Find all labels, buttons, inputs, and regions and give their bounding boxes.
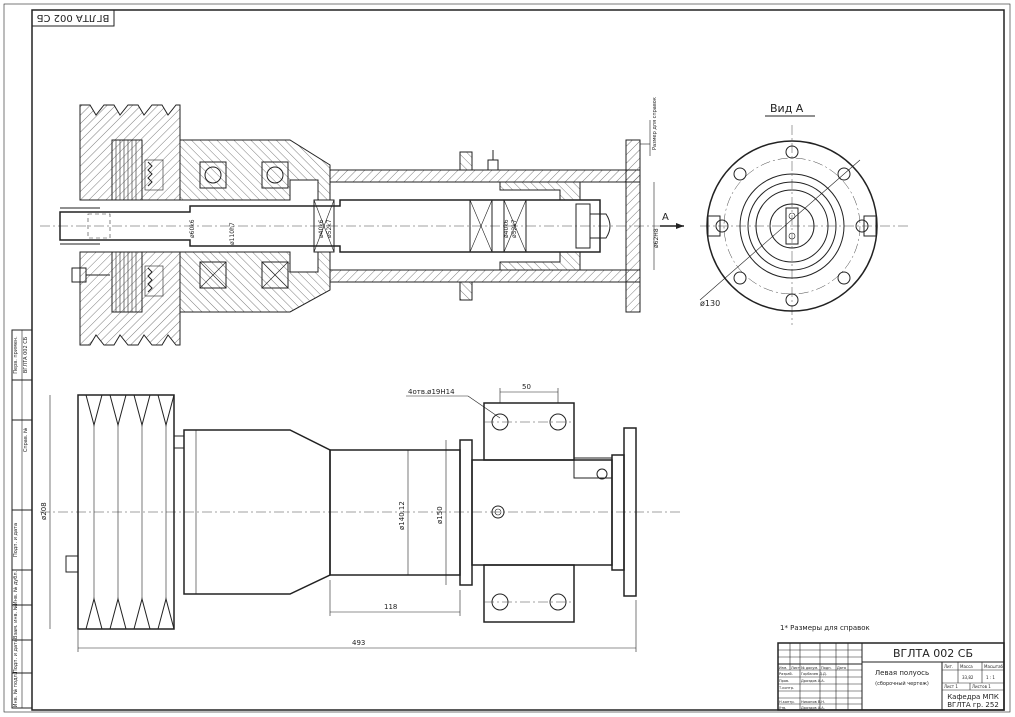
svg-text:ø140.12: ø140.12 bbox=[398, 501, 406, 530]
pulley bbox=[65, 394, 185, 630]
svg-text:Лист: Лист bbox=[791, 666, 800, 670]
corner-stamp: ВГЛТА 002 СБ bbox=[31, 9, 115, 27]
svg-text:Пров.: Пров. bbox=[779, 679, 789, 683]
svg-text:ВГЛТА гр. 252: ВГЛТА гр. 252 bbox=[947, 701, 999, 709]
svg-text:Подп.: Подп. bbox=[821, 666, 832, 670]
external-view: ø208 ø140.12 ø150 50 4отв.ø19H14 118 493 bbox=[40, 383, 680, 652]
svg-text:Размер для справок: Размер для справок bbox=[652, 97, 658, 150]
svg-text:4отв.ø19H14: 4отв.ø19H14 bbox=[408, 388, 455, 396]
svg-text:Дата: Дата bbox=[837, 666, 846, 670]
svg-text:ø60k6: ø60k6 bbox=[189, 219, 196, 238]
svg-text:Дроздов А.А.: Дроздов А.А. bbox=[801, 679, 825, 683]
svg-text:ø62H8: ø62H8 bbox=[653, 228, 660, 248]
sheet-outer-edge bbox=[3, 3, 1011, 713]
svg-text:ø52k7: ø52k7 bbox=[326, 219, 333, 238]
svg-text:ВГЛТА 002 СБ: ВГЛТА 002 СБ bbox=[37, 12, 110, 23]
svg-text:Масштаб: Масштаб bbox=[984, 664, 1004, 669]
svg-text:50: 50 bbox=[522, 383, 531, 391]
svg-text:Кафедра МПК: Кафедра МПК bbox=[947, 693, 999, 701]
note-reference-dims: 1* Размеры для справок bbox=[780, 624, 870, 632]
svg-text:ø130: ø130 bbox=[700, 299, 720, 308]
svg-text:Масса: Масса bbox=[960, 664, 973, 669]
svg-text:ø40k6: ø40k6 bbox=[318, 219, 325, 238]
svg-text:33,82: 33,82 bbox=[962, 675, 974, 680]
svg-text:Подп. и дата: Подп. и дата bbox=[13, 639, 19, 673]
svg-text:А: А bbox=[662, 212, 669, 223]
svg-text:ø40k6: ø40k6 bbox=[503, 219, 510, 238]
svg-text:Утв.: Утв. bbox=[779, 706, 786, 710]
svg-text:ø150: ø150 bbox=[436, 506, 444, 524]
svg-text:Перв. примен.: Перв. примен. bbox=[13, 336, 19, 374]
left-margin-strip: Перв. примен. ВГЛТА 002 СБ Справ. № Подп… bbox=[11, 329, 33, 709]
svg-text:Т.контр.: Т.контр. bbox=[778, 686, 794, 690]
end-view-a: Вид А ø130 bbox=[699, 102, 910, 325]
svg-text:Инв. № подл.: Инв. № подл. bbox=[13, 672, 19, 707]
svg-text:Листов 1: Листов 1 bbox=[972, 684, 991, 689]
svg-text:Никонов В.Н.: Никонов В.Н. bbox=[801, 700, 825, 704]
title-block: Изм. Лист № докум. Подп. Дата Разраб. Пр… bbox=[777, 642, 1005, 711]
svg-text:ø110h7: ø110h7 bbox=[229, 222, 236, 245]
svg-text:Н.контр.: Н.контр. bbox=[779, 700, 795, 704]
svg-text:1 : 1: 1 : 1 bbox=[986, 675, 995, 680]
svg-text:Взам. инв. №: Взам. инв. № bbox=[13, 604, 19, 639]
svg-text:Лист 1: Лист 1 bbox=[944, 684, 958, 689]
svg-text:Справ. №: Справ. № bbox=[23, 427, 29, 452]
svg-text:Дроздов А.А.: Дроздов А.А. bbox=[801, 706, 825, 710]
svg-text:ВГЛТА 002 СБ: ВГЛТА 002 СБ bbox=[23, 336, 29, 373]
svg-text:Изм.: Изм. bbox=[779, 666, 787, 670]
svg-text:Вид А: Вид А bbox=[770, 102, 804, 115]
title-designation: ВГЛТА 002 СБ bbox=[893, 647, 973, 660]
clutch-plates bbox=[111, 139, 143, 313]
svg-text:№ докум.: № докум. bbox=[801, 666, 818, 670]
title-name: Левая полуось bbox=[875, 669, 929, 677]
svg-text:ø52k7: ø52k7 bbox=[511, 219, 518, 238]
svg-text:Горбачев Д.Д.: Горбачев Д.Д. bbox=[801, 672, 827, 676]
svg-text:ø208: ø208 bbox=[40, 502, 48, 520]
sectional-view: Размер для справок ø60k6 ø110h7 ø40k6 ø5… bbox=[40, 97, 684, 346]
svg-text:Подп. и дата: Подп. и дата bbox=[13, 523, 19, 557]
svg-text:Лит.: Лит. bbox=[944, 664, 953, 669]
svg-text:493: 493 bbox=[352, 639, 365, 647]
svg-text:(сборочный чертеж): (сборочный чертеж) bbox=[875, 680, 929, 687]
svg-text:118: 118 bbox=[384, 603, 397, 611]
svg-text:Разраб.: Разраб. bbox=[779, 672, 793, 676]
svg-text:Инв. № дубл.: Инв. № дубл. bbox=[13, 570, 19, 605]
